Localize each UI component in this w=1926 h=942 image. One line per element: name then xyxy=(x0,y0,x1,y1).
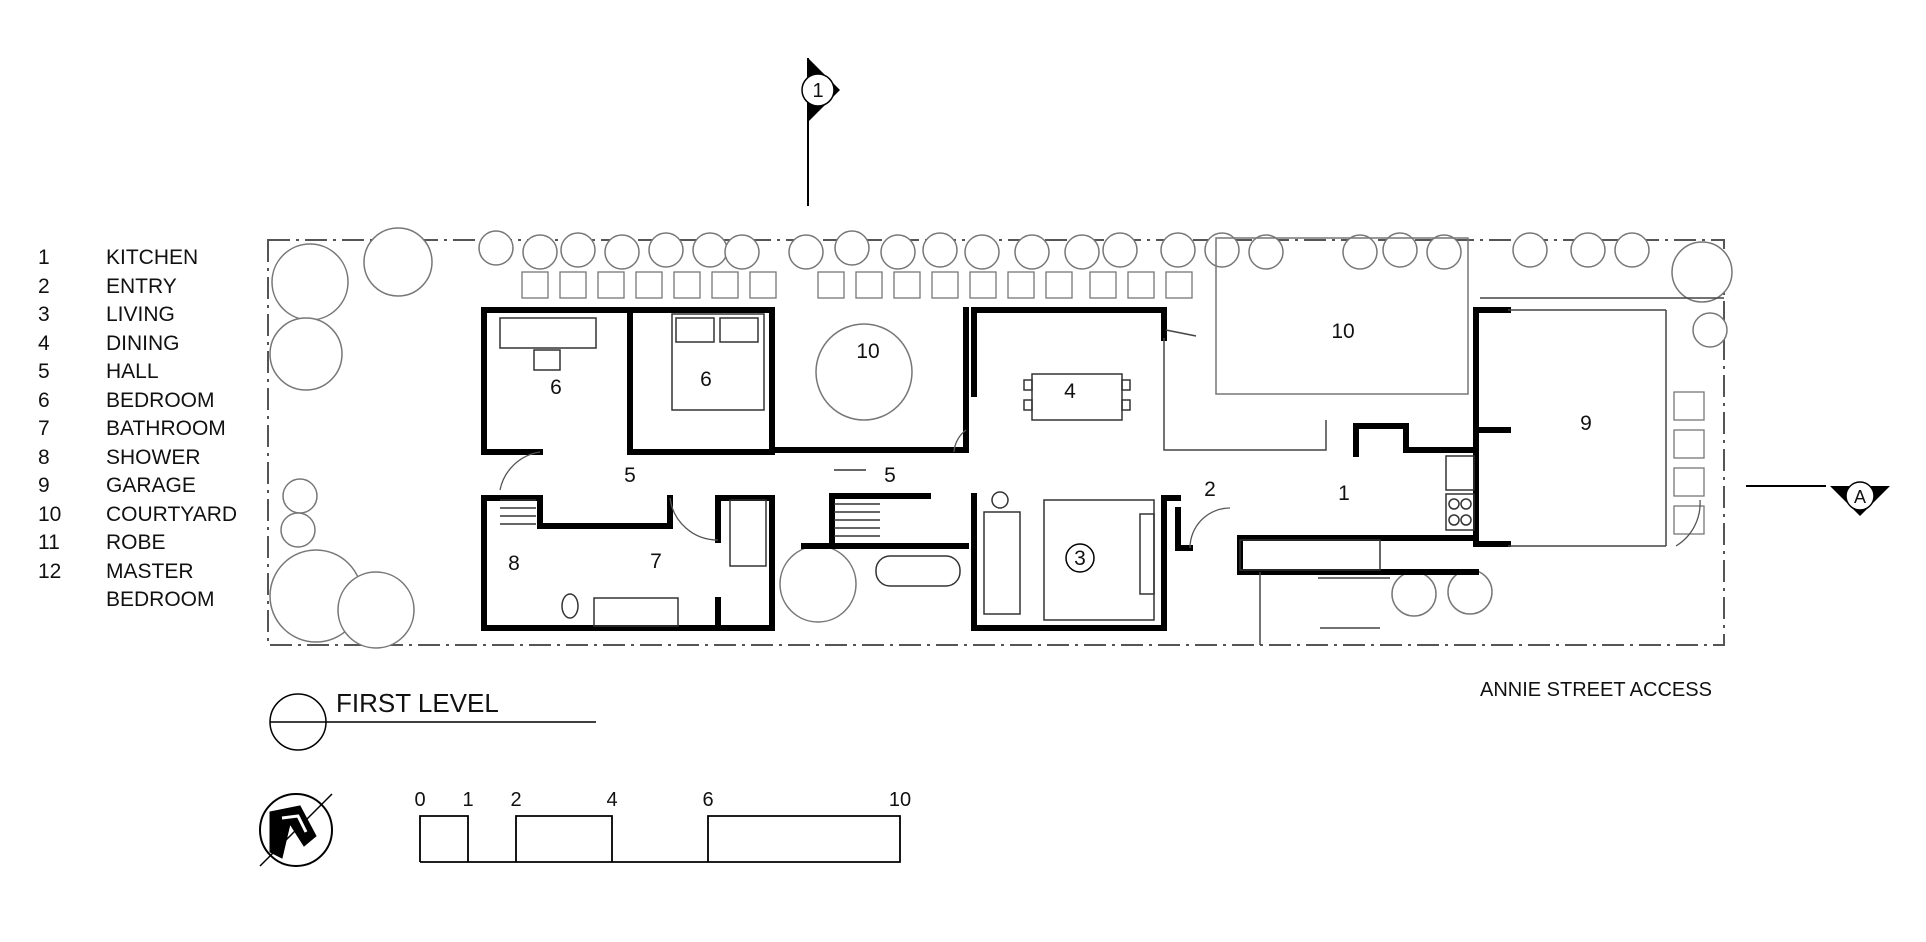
room-label-courtyard-small: 10 xyxy=(856,340,879,363)
legend-row: 6 BEDROOM xyxy=(38,387,237,416)
legend-row: 1 KITCHEN xyxy=(38,244,237,273)
scale-tick-label: 10 xyxy=(889,789,911,811)
room-label-dining: 4 xyxy=(1064,380,1076,403)
desk xyxy=(499,317,597,349)
stairs xyxy=(500,469,880,537)
room-label-courtyard-large: 10 xyxy=(1331,320,1354,343)
toilet xyxy=(561,593,579,619)
legend-label: ROBE xyxy=(106,531,166,554)
planter-boxes xyxy=(521,271,1193,299)
room-label-shower: 8 xyxy=(508,552,520,575)
legend-number: 10 xyxy=(38,502,62,526)
scale-tick-label: 1 xyxy=(462,789,473,811)
legend-label: BEDROOM xyxy=(106,388,215,412)
section-marker-a: A xyxy=(1746,481,1890,516)
legend-row: 5 HALL xyxy=(38,358,237,387)
scale-tick-label: 0 xyxy=(414,789,425,811)
legend-label: MASTER BEDROOM xyxy=(106,559,215,612)
kitchen-bench xyxy=(1239,539,1381,571)
tree-row-top xyxy=(478,230,1650,270)
legend-number: 2 xyxy=(38,274,50,298)
bed xyxy=(671,313,765,411)
room-label-hall-right: 5 xyxy=(884,464,896,487)
site-boundary xyxy=(267,239,1725,646)
legend-label: COURTYARD xyxy=(106,502,238,526)
legend-number: 4 xyxy=(38,331,50,355)
legend-row: 4 DINING xyxy=(38,330,237,359)
sofa xyxy=(983,511,1021,615)
section-marker-1: 1 xyxy=(801,58,840,206)
legend-row: 11 ROBE xyxy=(38,529,237,558)
room-label-entry: 2 xyxy=(1204,478,1216,501)
legend-row: 3 LIVING xyxy=(38,301,237,330)
scale-tick-label: 2 xyxy=(510,789,521,811)
coffee-table xyxy=(1043,499,1155,621)
vanity xyxy=(593,597,679,627)
section-marker-1-label: 1 xyxy=(812,80,823,102)
room-label-living: 3 xyxy=(1074,547,1086,570)
walls xyxy=(481,307,1511,631)
scale-tick-label: 6 xyxy=(702,789,713,811)
legend-number: 1 xyxy=(38,246,50,269)
scale-tick-label: 4 xyxy=(606,789,617,811)
legend-row: 12 MASTER BEDROOM xyxy=(38,558,237,615)
legend-label: BATHROOM xyxy=(106,417,226,440)
thin-lines xyxy=(1163,297,1724,645)
room-label-kitchen: 1 xyxy=(1338,482,1350,505)
legend-label: LIVING xyxy=(106,303,175,326)
trees-right xyxy=(779,241,1733,623)
legend-number: 8 xyxy=(38,445,50,469)
cooktop xyxy=(1445,493,1475,531)
fridge xyxy=(1445,455,1475,491)
legend-label: SHOWER xyxy=(106,445,201,469)
room-label-hall-left: 5 xyxy=(624,464,636,487)
legend-number: 7 xyxy=(38,417,50,440)
room-label-bathroom: 7 xyxy=(650,550,662,573)
north-arrow xyxy=(259,793,333,867)
legend-number: 12 xyxy=(38,559,62,583)
garage-side-blocks xyxy=(1673,391,1705,535)
trees-left xyxy=(269,227,433,649)
shower-tray xyxy=(729,499,767,567)
door-swings xyxy=(499,429,1701,549)
room-label-bedroom-right: 6 xyxy=(700,368,712,391)
legend-row: 10 COURTYARD xyxy=(38,501,237,530)
legend-row: 2 ENTRY xyxy=(38,273,237,302)
legend-number: 11 xyxy=(38,531,60,554)
legend-number: 9 xyxy=(38,474,50,497)
legend-row: 7 BATHROOM xyxy=(38,415,237,444)
room-label-garage: 9 xyxy=(1580,412,1592,435)
courtyard-large-area xyxy=(1215,237,1469,395)
drawing-title-text: FIRST LEVEL xyxy=(336,688,499,718)
bench-courtyard xyxy=(875,555,961,587)
section-marker-a-label: A xyxy=(1854,487,1866,507)
legend-row: 9 GARAGE xyxy=(38,472,237,501)
access-label: ANNIE STREET ACCESS xyxy=(1480,679,1712,701)
room-legend: 1 KITCHEN 2 ENTRY 3 LIVING 4 DINING 5 HALL 6 BEDROO… xyxy=(38,244,237,615)
legend-number: 5 xyxy=(38,360,50,383)
legend-row: 8 SHOWER xyxy=(38,444,237,473)
scale-bar: 0 1 2 4 6 10 xyxy=(414,789,911,863)
furniture xyxy=(499,313,1475,627)
legend-label: GARAGE xyxy=(106,474,196,497)
legend-label: HALL xyxy=(106,360,159,383)
living-label-circle xyxy=(1065,543,1095,573)
tv-unit xyxy=(1139,513,1155,595)
room-label-bedroom-left: 6 xyxy=(550,376,562,399)
room-labels: 6 6 10 4 10 9 5 5 2 1 8 7 3 xyxy=(508,320,1592,575)
dining-table xyxy=(1031,373,1123,421)
legend-number: 6 xyxy=(38,388,50,412)
legend-label: DINING xyxy=(106,331,180,355)
legend-number: 3 xyxy=(38,303,50,326)
drawing-title: FIRST LEVEL xyxy=(269,688,596,751)
courtyard-tree xyxy=(815,323,913,421)
legend-label: ENTRY xyxy=(106,274,177,298)
desk-chair xyxy=(533,349,561,371)
legend-label: KITCHEN xyxy=(106,246,199,269)
